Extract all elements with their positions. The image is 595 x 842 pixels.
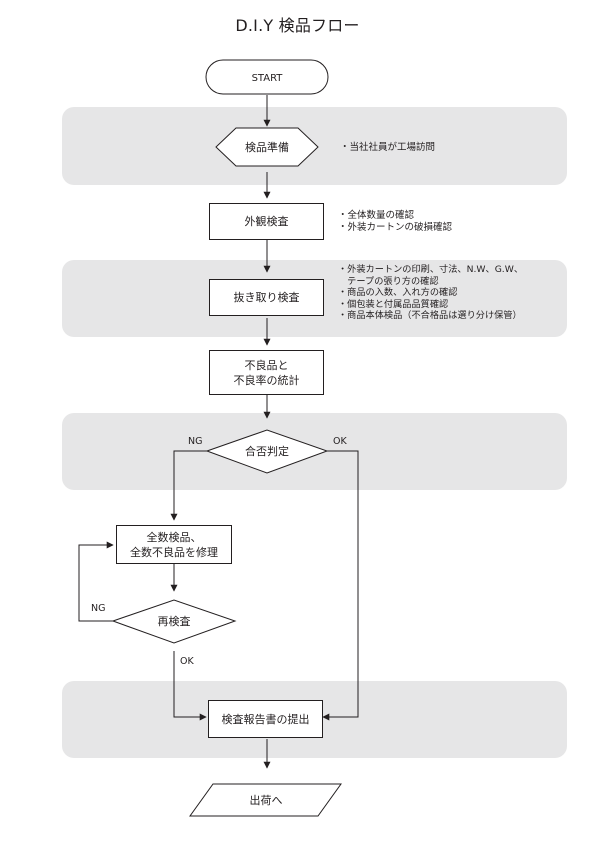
appearance-label: 外観検査 bbox=[244, 215, 289, 228]
report-label: 検査報告書の提出 bbox=[221, 712, 310, 726]
defect-stats-box: 不良品と 不良率の統計 bbox=[209, 350, 324, 395]
reinspect-ng-label: NG bbox=[91, 603, 105, 614]
appearance-box: 外観検査 bbox=[209, 203, 324, 240]
ship-parallelogram bbox=[189, 783, 342, 817]
defect-stats-label-line1: 不良品と bbox=[244, 358, 289, 372]
sampling-note-line: ・個包装と付属品品質確認 bbox=[338, 298, 449, 310]
full-inspection-label-line1: 全数検品、 bbox=[146, 530, 202, 544]
reinspect-diamond bbox=[111, 599, 237, 644]
prep-note: ・当社社員が工場訪問 bbox=[340, 142, 435, 154]
arrow-reinspect-ok bbox=[173, 651, 207, 721]
appearance-note-line: ・全体数量の確認 bbox=[338, 210, 415, 221]
sampling-note-line: ・商品本体検品（不合格品は選り分け保管） bbox=[338, 310, 522, 321]
sampling-box: 抜き取り検査 bbox=[209, 279, 324, 316]
appearance-note-line: ・外装カートンの破損確認 bbox=[338, 222, 453, 233]
ship-label: 出荷へ bbox=[250, 793, 283, 807]
defect-stats-label-line2: 不良率の統計 bbox=[233, 373, 300, 387]
judge-ng-label: NG bbox=[188, 436, 202, 447]
judge-ok-label: OK bbox=[333, 436, 347, 447]
full-inspection-box: 全数検品、 全数不良品を修理 bbox=[116, 525, 232, 564]
arrow-judge-ng bbox=[170, 450, 207, 521]
report-box: 検査報告書の提出 bbox=[208, 700, 323, 738]
appearance-note: ・全体数量の確認 ・外装カートンの破損確認 bbox=[338, 210, 452, 234]
prep-label: 検品準備 bbox=[245, 140, 289, 154]
page-title: D.I.Y 検品フロー bbox=[235, 16, 360, 35]
full-inspection-label-line2: 全数不良品を修理 bbox=[130, 545, 218, 559]
judgement-diamond bbox=[205, 429, 329, 474]
arrow-judge-ok bbox=[322, 450, 359, 721]
start-label: START bbox=[252, 73, 284, 84]
sampling-note-line: ・商品の入数、入れ方の確認 bbox=[338, 287, 458, 298]
judgement-label: 合否判定 bbox=[245, 444, 289, 458]
sampling-note: ・外装カートンの印刷、寸法、N.W、G.W、 テープの張り方の確認 ・商品の入数… bbox=[338, 264, 523, 322]
sampling-label: 抜き取り検査 bbox=[233, 291, 300, 304]
prep-hexagon bbox=[215, 127, 319, 167]
reinspect-label: 再検査 bbox=[158, 614, 191, 628]
prep-note-line: ・当社社員が工場訪問 bbox=[340, 142, 436, 153]
sampling-note-line: ・外装カートンの印刷、寸法、N.W、G.W、 bbox=[338, 264, 524, 275]
reinspect-ok-label: OK bbox=[180, 656, 194, 667]
arrow-reinspect-ng bbox=[78, 541, 114, 622]
sampling-note-line: テープの張り方の確認 bbox=[338, 275, 439, 287]
start-terminator bbox=[205, 59, 329, 95]
